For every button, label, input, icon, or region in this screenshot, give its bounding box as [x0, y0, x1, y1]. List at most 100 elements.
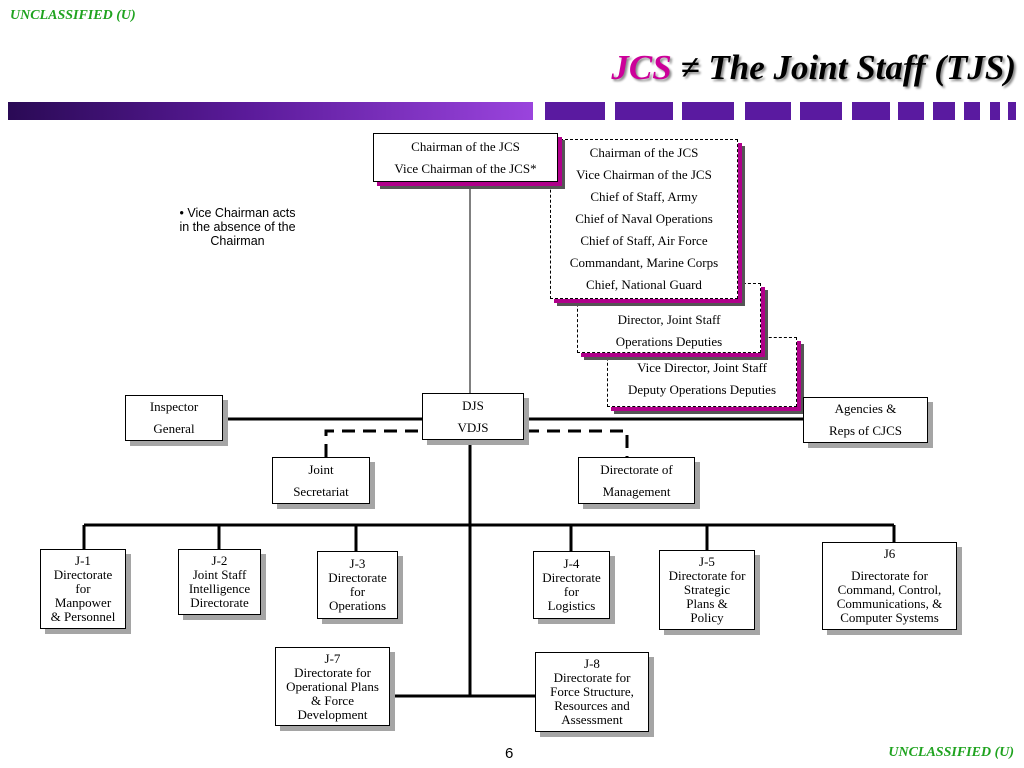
box-line: Plans &: [686, 596, 728, 611]
note-line: • Vice Chairman acts: [179, 206, 296, 220]
box-line: Joint Staff: [192, 567, 247, 582]
header-bar-segment: [615, 102, 673, 120]
header-bar-segment: [1008, 102, 1016, 120]
inspector-general-box: Inspector General: [125, 395, 223, 441]
box-line: Deputy Operations Deputies: [627, 382, 777, 397]
title-joint-staff: The Joint Staff (TJS): [708, 48, 1016, 87]
joint-secretariat-box: Joint Secretariat: [272, 457, 370, 504]
box-line: Operations Deputies: [615, 334, 723, 349]
box-line: Directorate for: [553, 670, 631, 685]
chairman-box: Chairman of the JCS Vice Chairman of the…: [373, 133, 558, 182]
box-line: Force Structure,: [550, 684, 634, 699]
box-line: Resources and: [554, 698, 630, 713]
classification-footer: UNCLASSIFIED (U): [888, 745, 1014, 760]
box-line: Command, Control,: [837, 582, 942, 597]
header-bar-segment: [545, 102, 605, 120]
box-line: Vice Chairman of the JCS*: [394, 160, 537, 176]
box-line: Assessment: [561, 712, 623, 727]
box-line: Communications, &: [836, 596, 943, 611]
classification-header: UNCLASSIFIED (U): [10, 8, 136, 23]
box-line: Joint: [308, 461, 334, 477]
box-line: Operational Plans: [286, 678, 379, 694]
joint-secretariat-dashed-line: [324, 429, 421, 457]
box-line: Secretariat: [293, 483, 349, 499]
box-line: J-4: [563, 556, 580, 571]
header-bar-segment: [898, 102, 924, 120]
page-title: JCS ≠ The Joint Staff (TJS): [611, 48, 1016, 88]
box-line: VDJS: [457, 419, 489, 435]
box-line: DJS: [462, 397, 484, 413]
header-bar-segment: [852, 102, 890, 120]
header-bar-segment: [800, 102, 842, 120]
box-line: Chief of Naval Operations: [575, 211, 713, 226]
box-line: J-5: [699, 554, 715, 569]
j8-box: J-8 Directorate for Force Structure, Res…: [535, 652, 649, 732]
note-line: in the absence of the: [179, 220, 296, 234]
box-line: J-1: [75, 553, 91, 568]
j4-box: J-4 Directorate for Logistics: [533, 551, 610, 619]
box-line: J-2: [211, 553, 228, 568]
j1-box: J-1 Directorate for Manpower & Personnel: [40, 549, 126, 629]
box-line: & Force: [311, 692, 354, 708]
j7-box: J-7 Directorate for Operational Plans & …: [275, 647, 390, 726]
box-line: General: [153, 421, 195, 436]
box-line: Strategic: [683, 582, 731, 597]
box-line: Agencies &: [834, 401, 897, 416]
box-line: Chief of Staff, Air Force: [580, 233, 708, 248]
djs-vdjs-box: DJS VDJS: [422, 393, 524, 440]
box-line: Commandant, Marine Corps: [569, 255, 719, 270]
box-line: Reps of CJCS: [829, 423, 902, 438]
vice-chairman-note: • Vice Chairman acts in the absence of t…: [165, 206, 310, 248]
box-line: Directorate: [542, 570, 601, 585]
box-line: Management: [602, 483, 671, 499]
box-line: Intelligence: [188, 581, 251, 596]
header-bar-segment: [745, 102, 791, 120]
box-line: Chairman of the JCS: [589, 145, 699, 160]
j2-box: J-2 Joint Staff Intelligence Directorate: [178, 549, 261, 615]
note-line: Chairman: [210, 234, 265, 248]
header-bar-segment: [990, 102, 1000, 120]
box-line: Directorate for: [294, 664, 371, 680]
box-line: Operations: [328, 598, 387, 613]
j5-box: J-5 Directorate for Strategic Plans & Po…: [659, 550, 755, 630]
box-line: Directorate: [190, 595, 249, 610]
agencies-reps-box: Agencies & Reps of CJCS: [803, 397, 928, 443]
header-bar-segment: [964, 102, 980, 120]
box-line: for: [349, 584, 366, 599]
header-bar-segment: [933, 102, 955, 120]
jcs-members-box: Chairman of the JCS Vice Chairman of the…: [550, 139, 738, 299]
box-line: for: [563, 584, 580, 599]
box-line: Logistics: [547, 598, 596, 613]
box-line: Policy: [690, 610, 724, 625]
box-line: Manpower: [54, 595, 112, 610]
box-line: Computer Systems: [840, 610, 939, 625]
box-line: J-7: [324, 650, 341, 666]
management-dashed-line: [526, 429, 629, 457]
box-line: Inspector: [149, 399, 199, 414]
box-line: Directorate: [53, 567, 113, 582]
directorate-of-management-box: Directorate of Management: [578, 457, 695, 504]
header-gradient-bar: [8, 102, 533, 120]
box-line: Directorate for: [851, 568, 928, 583]
box-line: Vice Chairman of the JCS: [576, 167, 712, 182]
title-jcs: JCS: [611, 48, 672, 87]
box-line: & Personnel: [50, 609, 116, 624]
box-line: Chairman of the JCS: [411, 138, 520, 154]
box-line: Directorate: [328, 570, 387, 585]
header-bar-segment: [682, 102, 734, 120]
box-line: J-3: [349, 556, 366, 571]
box-line: for: [75, 581, 91, 596]
title-not-equal: ≠: [680, 48, 700, 87]
j3-box: J-3 Directorate for Operations: [317, 551, 398, 619]
box-line: Directorate of: [600, 461, 673, 477]
box-line: Chief of Staff, Army: [590, 189, 698, 204]
box-line: Director, Joint Staff: [617, 312, 721, 327]
j6-box: J6 Directorate for Command, Control, Com…: [822, 542, 957, 630]
box-line: J-8: [584, 656, 600, 671]
box-line: Directorate for: [668, 568, 746, 583]
box-line: J6: [883, 546, 896, 561]
page-number: 6: [505, 745, 514, 762]
box-line: Development: [297, 706, 368, 722]
box-line: Vice Director, Joint Staff: [637, 360, 767, 375]
